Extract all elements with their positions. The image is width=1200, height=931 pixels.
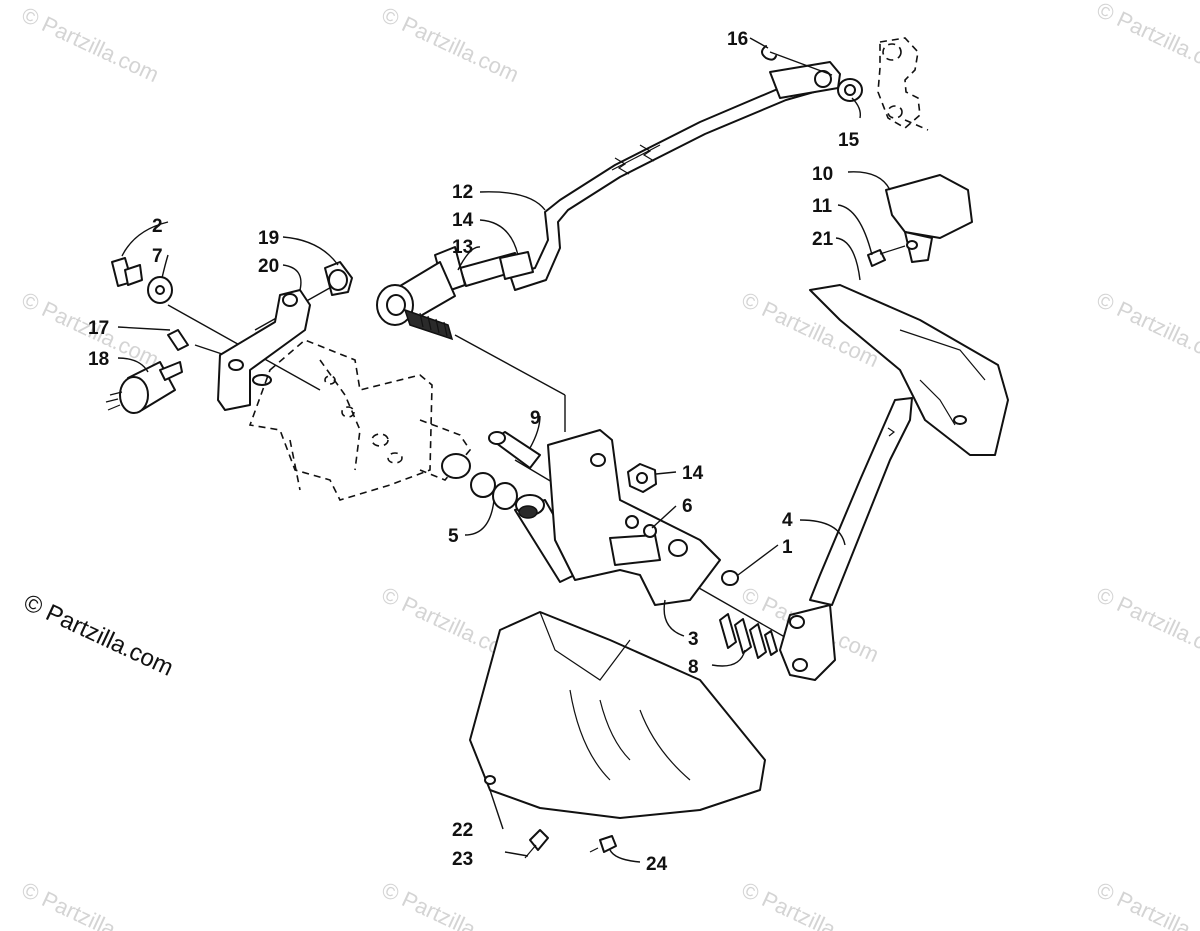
nut-1 (721, 570, 739, 586)
watermark: © Partzilla.com (1093, 877, 1200, 931)
fitting-9 (488, 431, 541, 469)
callout-19: 19 (258, 228, 279, 249)
callout-5: 5 (448, 526, 459, 547)
shift-rod (509, 61, 841, 291)
watermark: © Partzilla.com (1093, 0, 1200, 82)
brand-label: © Partzilla.com (19, 589, 177, 682)
watermark: © Partzilla.com (378, 2, 523, 87)
callout-24: 24 (646, 854, 668, 875)
callout-16: 16 (727, 29, 748, 50)
mount-bracket (217, 261, 353, 411)
callout-22: 22 (452, 820, 473, 841)
callout-10: 10 (812, 164, 833, 185)
watermark: © Partzilla.com (1093, 287, 1200, 372)
watermark: © Partzilla.com (1093, 582, 1200, 667)
callout-9: 9 (530, 408, 541, 429)
callout-14-lower: 14 (682, 463, 704, 484)
vehicle-frame (248, 339, 471, 501)
leader-lines (117, 37, 891, 863)
callout-20: 20 (258, 256, 279, 277)
callout-12: 12 (452, 182, 473, 203)
watermark: © Partzilla.com (18, 877, 163, 931)
callout-14-upper: 14 (452, 210, 474, 231)
callout-15: 15 (838, 130, 860, 151)
callout-21: 21 (812, 229, 834, 250)
o-rings (441, 453, 518, 510)
nut-14-lower (627, 463, 657, 493)
callout-23: 23 (452, 849, 473, 870)
watermark: © Partzilla.com (738, 877, 883, 931)
neutral-switch-sensor (105, 329, 189, 414)
callout-11: 11 (812, 196, 833, 217)
callout-17: 17 (88, 318, 109, 339)
callout-8: 8 (688, 657, 699, 678)
washer-15 (837, 78, 863, 102)
callout-3: 3 (688, 629, 699, 650)
cover-screws (524, 829, 617, 859)
bolt-and-washer (111, 257, 173, 304)
shift-lever-arm (877, 37, 929, 131)
shift-knob (885, 174, 973, 263)
watermark: © Partzilla.com (378, 877, 523, 931)
callout-18: 18 (88, 349, 109, 370)
callout-13: 13 (452, 237, 473, 258)
watermark: © Partzilla.com (18, 2, 163, 87)
callout-7: 7 (152, 246, 163, 267)
clip-16 (761, 45, 833, 76)
callout-2: 2 (152, 216, 163, 237)
callout-6: 6 (682, 496, 693, 517)
callout-4: 4 (782, 510, 793, 531)
protective-cover (469, 611, 766, 819)
shift-boot (809, 284, 1009, 456)
return-spring (719, 613, 778, 659)
shift-lever-4 (779, 397, 913, 681)
callout-labels: 16 15 10 11 21 12 14 13 2 7 19 20 17 18 … (88, 29, 860, 875)
screw-11 (867, 245, 906, 267)
rod-end-assembly (376, 246, 534, 341)
callout-1: 1 (782, 537, 793, 558)
